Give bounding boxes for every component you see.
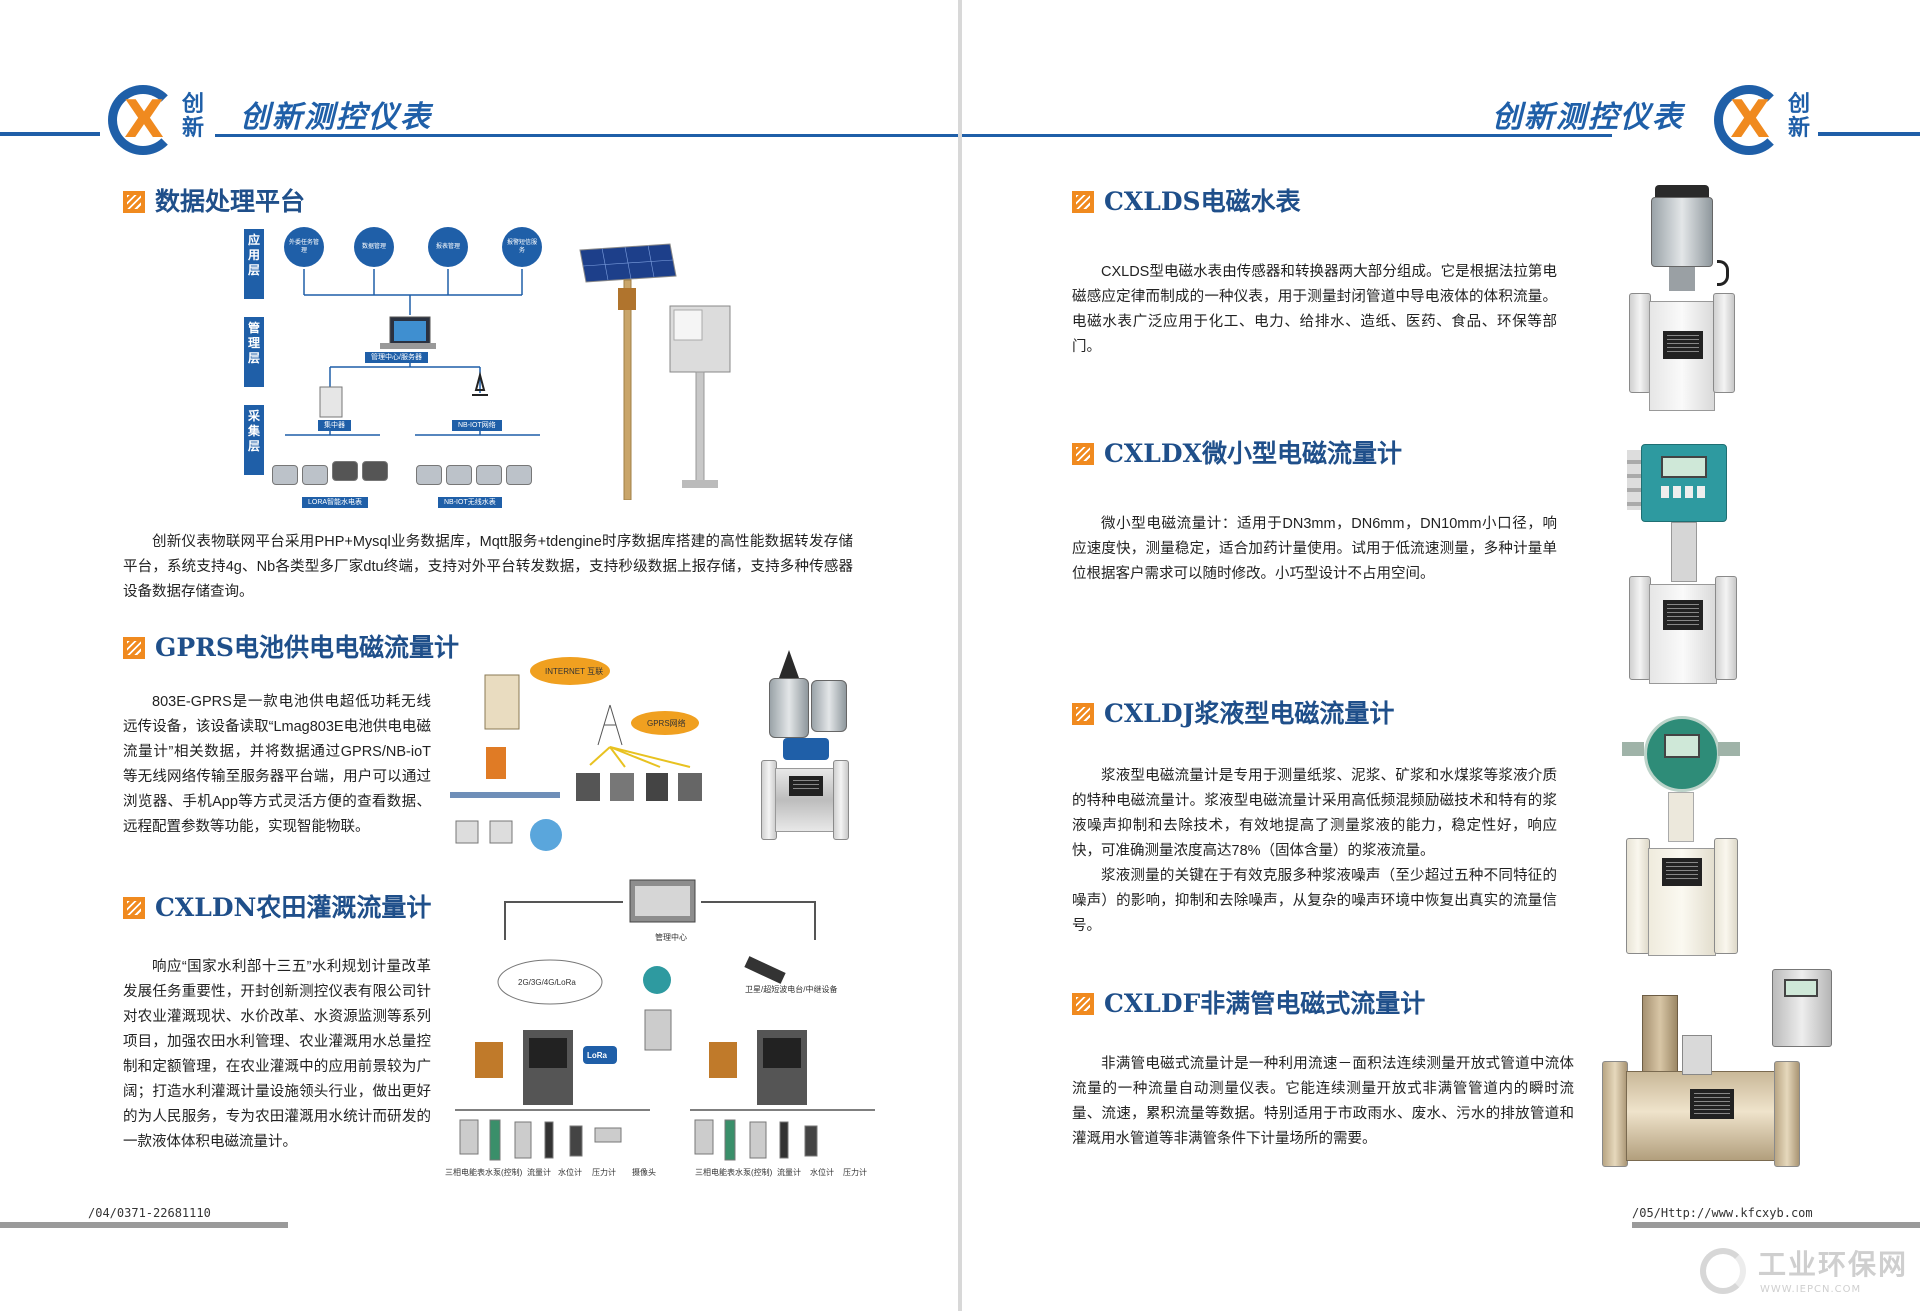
section-title: GPRS电池供电电磁流量计	[123, 632, 459, 664]
diagram-label: LoRa	[587, 1051, 607, 1060]
cxldx-meter-image	[1627, 440, 1739, 690]
footer-rule	[1632, 1222, 1920, 1228]
header-rule	[1818, 132, 1920, 136]
logo-char: 新	[1788, 115, 1811, 141]
device-label: 压力计	[592, 1168, 616, 1177]
app-node: 报警短信服务	[502, 227, 542, 267]
layer-label: 采集层	[244, 405, 264, 475]
meter-icon	[362, 461, 388, 481]
gprs-network-diagram	[450, 657, 702, 851]
meter-icon	[332, 461, 358, 481]
diagram-connectors	[285, 269, 540, 436]
watermark-logo	[1700, 1248, 1746, 1294]
device-label: 水位计	[558, 1168, 582, 1177]
device-label: 流量计	[527, 1168, 551, 1177]
header-rule	[215, 134, 958, 137]
brand-name: 创新测控仪表	[240, 100, 432, 135]
section-marker-icon	[123, 897, 145, 919]
diagram-label: 管理中心	[655, 933, 687, 942]
irrigation-diagram	[455, 879, 875, 1161]
iot-platform-diagram: 应用层 管理层 采集层 外委任务管理 数据管理 报表管理 报警短信服务 管理中	[240, 225, 560, 515]
section-title: CXLDS电磁水表	[1072, 186, 1301, 218]
meter-icon	[272, 465, 298, 485]
watermark-name: 工业环保网	[1758, 1248, 1909, 1281]
nbiot-tag: NB-IOT网络	[452, 420, 502, 431]
app-node: 报表管理	[428, 227, 468, 267]
concentrator-tag: 集中器	[318, 420, 351, 431]
logo-char: 创	[1788, 91, 1811, 117]
device-label: 流量计	[777, 1168, 801, 1177]
section-body: 微小型电磁流量计：适用于DN3mm，DN6mm，DN10mm小口径，响应速度快，…	[1072, 516, 1557, 582]
section-marker-icon	[1072, 703, 1094, 725]
left-page: X 创 新 创新测控仪表 数据处理平台 应用层 管理层 采集层 外委任务管理 数…	[0, 0, 958, 1311]
diagram-label: 卫星/超短波电台/中继设备	[745, 985, 838, 994]
server-tag: 管理中心/服务器	[365, 352, 428, 363]
section-marker-icon	[1072, 993, 1094, 1015]
section-title: CXLDJ浆液型电磁流量计	[1072, 698, 1394, 730]
right-page: 创新测控仪表 X 创 新 CXLDS电磁水表 CXLDS型电磁水表由传感器和转换…	[962, 0, 1920, 1311]
brand-logo: X	[108, 85, 190, 155]
section-title: CXLDN农田灌溉流量计	[123, 892, 431, 924]
section-title: CXLDX微小型电磁流量计	[1072, 438, 1402, 470]
nbiot-meter-tag: NB-IOT无线水表	[438, 497, 502, 508]
section-body: 创新仪表物联网平台采用PHP+Mysql业务数据库，Mqtt服务+tdengin…	[123, 534, 853, 600]
book-spine	[958, 0, 962, 1311]
page-footer: /05/Http://www.kfcxyb.com	[1632, 1206, 1813, 1220]
app-node: 数据管理	[354, 227, 394, 267]
section-body: CXLDS型电磁水表由传感器和转换器两大部分组成。它是根据法拉第电磁感应定律而制…	[1072, 264, 1557, 355]
cloud-label: INTERNET 互联	[545, 667, 604, 676]
gprs-flowmeter-image	[755, 650, 855, 840]
app-node: 外委任务管理	[284, 227, 324, 267]
device-label: 水泵(控制)	[735, 1168, 773, 1177]
device-label: 水位计	[810, 1168, 834, 1177]
device-label: 摄像头	[632, 1168, 656, 1177]
device-label: 三相电能表	[695, 1168, 735, 1177]
watermark-url: WWW.IEPCN.COM	[1760, 1284, 1862, 1295]
solar-station-image	[579, 243, 731, 500]
section-marker-icon	[123, 637, 145, 659]
device-label: 水泵(控制)	[485, 1168, 523, 1177]
lora-meter-tag: LORA智能水电表	[302, 497, 369, 508]
header-rule	[962, 134, 1612, 137]
layer-label: 应用层	[244, 229, 264, 299]
section-body: 非满管电磁式流量计是一种利用流速－面积法连续测量开放式管道中流体流量的一种流量自…	[1072, 1056, 1574, 1147]
cloud-label: GPRS网络	[647, 719, 686, 728]
device-label: 三相电能表	[445, 1168, 485, 1177]
brand-name: 创新测控仪表	[1492, 100, 1684, 135]
cxldj-meter-image	[1622, 712, 1740, 962]
header-rule	[0, 132, 100, 136]
meter-icon	[476, 465, 502, 485]
section-title: CXLDF非满管电磁式流量计	[1072, 988, 1425, 1020]
section-marker-icon	[1072, 443, 1094, 465]
cxldf-meter-image	[1594, 965, 1844, 1170]
logo-char: 创	[182, 91, 205, 117]
diagram-label: 2G/3G/4G/LoRa	[518, 978, 576, 987]
meter-icon	[506, 465, 532, 485]
section-body: 浆液型电磁流量计是专用于测量纸浆、泥浆、矿浆和水煤浆等浆液介质的特种电磁流量计。…	[1072, 768, 1557, 934]
section-title: 数据处理平台	[123, 186, 305, 218]
section-marker-icon	[123, 191, 145, 213]
brand-logo: X	[1714, 85, 1796, 155]
page-footer: /04/0371-22681110	[88, 1206, 211, 1220]
meter-icon	[302, 465, 328, 485]
cxlds-meter-image	[1627, 185, 1737, 411]
logo-char: 新	[182, 115, 205, 141]
device-label: 压力计	[843, 1168, 867, 1177]
layer-label: 管理层	[244, 317, 264, 387]
section-body: 803E-GPRS是一款电池供电超低功耗无线远传设备，该设备读取“Lmag803…	[123, 694, 431, 835]
section-body: 响应“国家水利部十三五”水利规划计量改革发展任务重要性，开封创新测控仪表有限公司…	[123, 959, 431, 1150]
meter-icon	[416, 465, 442, 485]
footer-rule	[0, 1222, 288, 1228]
section-marker-icon	[1072, 191, 1094, 213]
meter-icon	[446, 465, 472, 485]
